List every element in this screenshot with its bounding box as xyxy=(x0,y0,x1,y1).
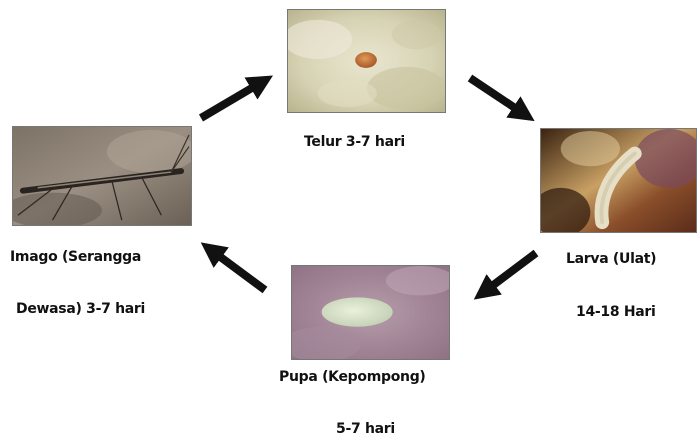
pupa-label-line2: 5-7 hari xyxy=(336,421,395,437)
imago-label-line1: Imago (Serangga xyxy=(10,249,141,265)
arrow-egg-to-larva xyxy=(470,78,524,114)
larva-photo xyxy=(540,128,697,233)
larva-label-line1: Larva (Ulat) xyxy=(566,251,656,267)
pupa-photo xyxy=(291,265,450,360)
imago-photo xyxy=(12,126,192,226)
egg-photo xyxy=(287,9,446,113)
pupa-label-line1: Pupa (Kepompong) xyxy=(279,369,426,385)
larva-label-line2: 14-18 Hari xyxy=(576,304,656,320)
arrow-pupa-to-imago xyxy=(211,250,265,290)
arrow-imago-to-egg xyxy=(201,82,262,118)
imago-label-line2: Dewasa) 3-7 hari xyxy=(16,301,145,317)
arrow-larva-to-pupa xyxy=(484,253,536,292)
egg-label: Telur 3-7 hari xyxy=(304,134,405,150)
